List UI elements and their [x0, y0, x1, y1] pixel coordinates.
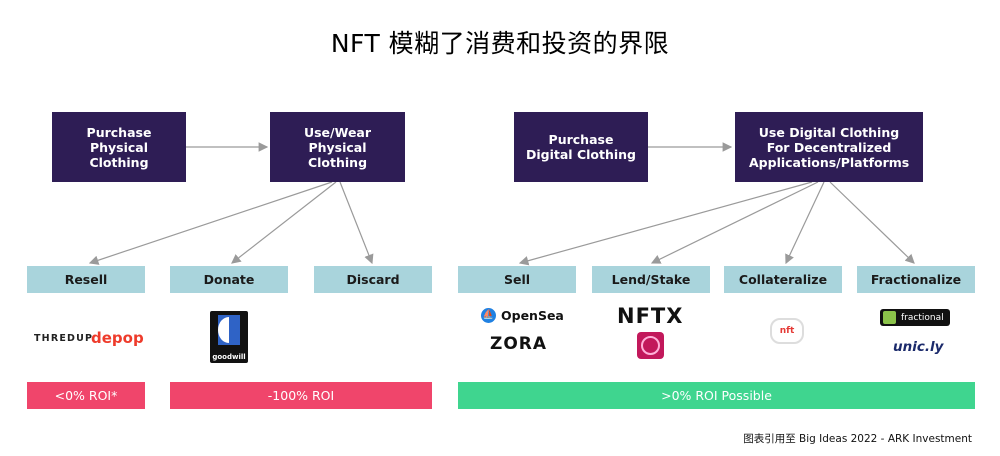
opensea-logo: ⛵ OpenSea	[481, 308, 564, 323]
thredup-logo: THREDUP	[34, 333, 94, 344]
use-physical-label: Use/Wear Physical Clothing	[303, 124, 372, 170]
purchase-digital-box: Purchase Digital Clothing	[514, 112, 648, 182]
nftx-logo: NFTX	[617, 304, 684, 328]
category-resell: Resell	[27, 266, 145, 293]
roi-resell-bar: <0% ROI*	[27, 382, 145, 409]
category-lend-stake: Lend/Stake	[592, 266, 710, 293]
fractional-logo: fractional	[880, 309, 950, 326]
arrow-to-lend-stake	[650, 181, 819, 264]
page-title: NFT 模糊了消费和投资的界限	[330, 29, 670, 58]
use-physical-box: Use/Wear Physical Clothing	[270, 112, 405, 182]
source-credit: 图表引用至 Big Ideas 2022 - ARK Investment	[743, 433, 972, 445]
roi-donate-discard-bar: -100% ROI	[170, 382, 432, 409]
arrow-to-fractionalize	[829, 181, 915, 264]
category-sell: Sell	[458, 266, 576, 293]
use-digital-label: Use Digital Clothing For Decentralized A…	[749, 124, 910, 170]
arrow-to-sell	[518, 181, 813, 266]
purchase-physical-box: Purchase Physical Clothing	[52, 112, 186, 182]
zora-logo: ZORA	[490, 334, 548, 354]
goodwill-logo: goodwill	[210, 311, 248, 363]
category-collateralize: Collateralize	[724, 266, 842, 293]
category-discard: Discard	[314, 266, 432, 293]
roi-digital-bar: >0% ROI Possible	[458, 382, 975, 409]
goodwill-face-icon	[218, 315, 240, 345]
purchase-physical-label: Purchase Physical Clothing	[86, 124, 152, 170]
arrow-to-discard	[339, 181, 374, 265]
purchase-digital-label: Purchase Digital Clothing	[526, 132, 636, 162]
opensea-icon: ⛵	[481, 308, 496, 323]
nftx-token-icon	[637, 332, 664, 359]
arrow-to-donate	[231, 181, 337, 264]
fractional-icon	[883, 311, 896, 324]
arrow-to-resell	[88, 181, 333, 265]
category-fractionalize: Fractionalize	[857, 266, 975, 293]
depop-logo: depop	[91, 329, 144, 347]
use-digital-box: Use Digital Clothing For Decentralized A…	[735, 112, 923, 182]
nftfi-logo: nft	[770, 318, 804, 344]
category-donate: Donate	[170, 266, 288, 293]
arrow-to-collateralize	[785, 181, 825, 265]
unicly-logo: unic.ly	[893, 339, 944, 355]
